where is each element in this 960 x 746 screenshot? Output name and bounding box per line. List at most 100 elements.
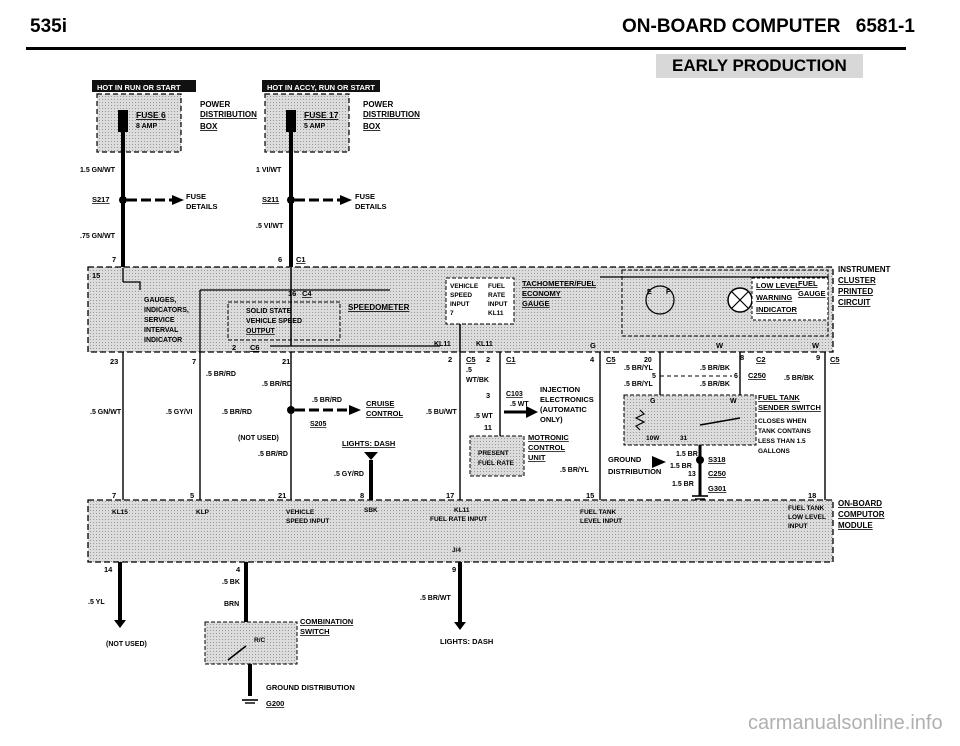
closes-line-1: TANK CONTAINS bbox=[758, 428, 812, 435]
fuse-details-2a: FUSE bbox=[355, 192, 375, 201]
splice-s211-label: S211 bbox=[262, 195, 279, 204]
connector-c250b: C250 bbox=[708, 469, 726, 478]
not-used-bottom: (NOT USED) bbox=[106, 641, 147, 648]
closes-line-2: LESS THAN 1.5 bbox=[758, 438, 806, 445]
obc-line-1: COMPUTOR bbox=[838, 510, 885, 519]
tach-line-0: TACHOMETER/FUEL bbox=[522, 279, 596, 288]
ground-dist-arrow bbox=[652, 456, 666, 468]
brwt-wire-end bbox=[454, 622, 466, 630]
ic-line-2: PRINTED bbox=[838, 287, 873, 296]
fuse6-symbol bbox=[118, 110, 128, 132]
ground-g301: G301 bbox=[708, 484, 726, 493]
obc-sbk: SBK bbox=[364, 507, 378, 514]
header-rule bbox=[26, 47, 906, 50]
obc-pin-18: 18 bbox=[808, 491, 816, 500]
fuse-details-1b: DETAILS bbox=[186, 202, 218, 211]
sender-w: W bbox=[730, 398, 737, 405]
wire-buwt: .5 BU/WT bbox=[426, 409, 457, 416]
gauge-line-3: INTERVAL bbox=[144, 327, 179, 334]
br15-b: 1.5 BR bbox=[670, 463, 692, 470]
wire-gyrd: .5 GY/RD bbox=[334, 471, 364, 478]
gauge-line-0: GAUGES, bbox=[144, 297, 176, 304]
splice-s318 bbox=[696, 456, 704, 464]
pin-9: 9 bbox=[816, 353, 820, 362]
inj-line-2: (AUTOMATIC bbox=[540, 405, 587, 414]
vsi-line-1: SPEED bbox=[450, 292, 472, 299]
vsi-line-2: INPUT bbox=[450, 301, 470, 308]
wire-wt-b: .5 WT bbox=[474, 413, 493, 420]
connector-c2: C2 bbox=[756, 355, 766, 364]
wire-brbk-b: .5 BR/BK bbox=[700, 381, 730, 388]
obc-pin-5: 5 bbox=[190, 491, 194, 500]
model-label: 535i bbox=[30, 16, 67, 37]
fuel-f-label: F bbox=[666, 289, 671, 296]
fuse6-box bbox=[96, 93, 182, 153]
lights-dash-bottom: LIGHTS: DASH bbox=[440, 637, 493, 646]
gauge-label: GAUGE bbox=[798, 289, 826, 298]
sender-ohm: 10W bbox=[646, 435, 660, 442]
connector-c1b: C1 bbox=[506, 355, 516, 364]
combo-rc: R/C bbox=[254, 637, 266, 644]
wire-brrd-c: .5 BR/RD bbox=[312, 397, 342, 404]
fuse17-amp: 5 AMP bbox=[304, 123, 325, 130]
pd-label-2c: BOX bbox=[363, 122, 381, 131]
present-line-1: FUEL RATE bbox=[478, 460, 515, 467]
pin-6b: 6 bbox=[734, 373, 738, 380]
not-used-mid: (NOT USED) bbox=[238, 435, 279, 442]
closes-line-0: CLOSES WHEN bbox=[758, 418, 807, 425]
obc-pin-17: 17 bbox=[446, 491, 454, 500]
title-text: ON-BOARD COMPUTER bbox=[622, 16, 841, 37]
obc-kl15: KL15 bbox=[112, 509, 128, 516]
wire-5viwt: .5 VI/WT bbox=[256, 223, 284, 230]
sender-line-1: SENDER SWITCH bbox=[758, 403, 821, 412]
wire-brrd-a: .5 BR/RD bbox=[206, 371, 236, 378]
wire-wtbk: WT/BK bbox=[466, 377, 489, 384]
sender-g: G bbox=[650, 398, 656, 405]
obc-pin-8: 8 bbox=[360, 491, 364, 500]
combo-label-1: COMBINATION bbox=[300, 617, 353, 626]
wire-gnwt: .5 GN/WT bbox=[90, 409, 122, 416]
obc-ftl-1: FUEL TANK bbox=[580, 509, 617, 516]
pin-16: 16 bbox=[288, 289, 296, 298]
obc-pin-14: 14 bbox=[104, 565, 113, 574]
hot-run-start-banner bbox=[92, 80, 196, 92]
obc-vsi-1: VEHICLE bbox=[286, 509, 315, 516]
splice-s205-label: S205 bbox=[310, 421, 326, 428]
cluster-g: G bbox=[590, 341, 596, 350]
pin-2c: 2 bbox=[486, 355, 490, 364]
wire-brn: BRN bbox=[224, 601, 239, 608]
fuse-details-1a: FUSE bbox=[186, 192, 206, 201]
present-line-0: PRESENT bbox=[478, 450, 509, 457]
ic-line-3: CIRCUIT bbox=[838, 298, 871, 307]
combination-switch bbox=[204, 621, 298, 665]
output-label: OUTPUT bbox=[246, 328, 276, 335]
pd-label-1a: POWER bbox=[200, 100, 230, 109]
fuel-tank-sender bbox=[623, 394, 757, 446]
ground-dist-label: GROUND DISTRIBUTION bbox=[266, 683, 355, 692]
motronic-line-2: UNIT bbox=[528, 453, 546, 462]
wire-brwt: .5 BR/WT bbox=[420, 595, 451, 602]
ground-label: GROUND bbox=[608, 455, 642, 464]
motronic-line-1: CONTROL bbox=[528, 443, 565, 452]
pd-label-1b: DISTRIBUTION bbox=[200, 110, 257, 119]
wire-brbk-a: .5 BR/BK bbox=[700, 365, 730, 372]
inj-line-0: INJECTION bbox=[540, 385, 580, 394]
gauge-line-4: INDICATOR bbox=[144, 337, 182, 344]
pin-8: 8 bbox=[740, 353, 744, 362]
fuel-gauge-dial bbox=[645, 285, 675, 315]
speedometer-label: SPEEDOMETER bbox=[348, 303, 410, 312]
fuse17-label: FUSE 17 bbox=[304, 110, 339, 120]
sender-resistor bbox=[634, 409, 646, 431]
splice-s211 bbox=[287, 196, 295, 204]
obc-vsi-2: SPEED INPUT bbox=[286, 518, 329, 525]
vsi-line-3: 7 bbox=[450, 310, 454, 317]
connector-c5b: C5 bbox=[606, 355, 616, 364]
obc-ftl3-2: LOW LEVEL bbox=[788, 514, 826, 521]
early-production-badge: EARLY PRODUCTION bbox=[656, 54, 863, 78]
gauge-line-2: SERVICE bbox=[144, 317, 175, 324]
wire-1viwt: 1 VI/WT bbox=[256, 167, 282, 174]
splice-s217-label: S217 bbox=[92, 195, 110, 204]
fri-line-2: INPUT bbox=[488, 301, 508, 308]
wire-gyvi: .5 GY/VI bbox=[166, 409, 193, 416]
pin-23: 23 bbox=[110, 357, 118, 366]
